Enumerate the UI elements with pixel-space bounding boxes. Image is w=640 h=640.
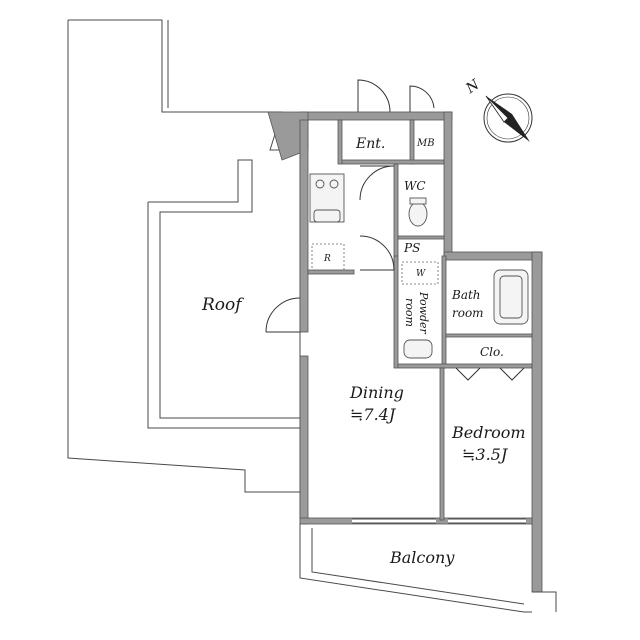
- room-labels: Roof Ent. MB WC PS W R Powder room Bath …: [201, 136, 526, 567]
- doors: [265, 79, 525, 381]
- balcony-outline: [299, 524, 557, 613]
- label-roof: Roof: [201, 295, 244, 315]
- label-powder-room-line1: Powder: [417, 291, 430, 335]
- label-pipe-space: PS: [403, 241, 420, 255]
- interior-walls: [307, 119, 533, 521]
- label-powder-room-line2: room: [403, 298, 416, 327]
- label-bedroom: Bedroom: [451, 423, 526, 442]
- label-bathroom-line1: Bath: [451, 288, 481, 302]
- label-entrance: Ent.: [355, 136, 385, 152]
- label-closet: Clo.: [480, 345, 504, 359]
- windows: [352, 518, 526, 524]
- label-washer: W: [416, 269, 426, 279]
- compass: N: [462, 76, 533, 143]
- label-dining-size: ≒7.4J: [350, 405, 397, 424]
- kitchen-fixtures: [309, 173, 345, 271]
- label-balcony: Balcony: [389, 548, 455, 567]
- label-bedroom-size: ≒3.5J: [462, 445, 509, 464]
- label-meter-box: MB: [416, 138, 435, 149]
- label-wc: WC: [404, 179, 426, 193]
- roof-outline: [67, 19, 301, 520]
- compass-north-label: N: [462, 76, 483, 97]
- label-bathroom-line2: room: [452, 306, 484, 320]
- label-refrigerator: R: [323, 254, 331, 264]
- sanitary-fixtures: [401, 197, 529, 359]
- label-dining: Dining: [349, 383, 404, 402]
